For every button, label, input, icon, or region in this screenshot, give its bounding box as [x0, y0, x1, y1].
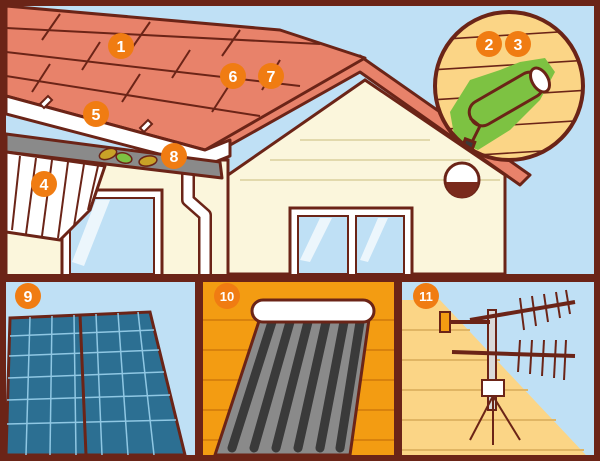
large-window [288, 206, 414, 274]
svg-text:5: 5 [92, 107, 101, 124]
antenna-elements [517, 289, 571, 381]
antenna-stand [469, 379, 521, 445]
gutter-leaves [98, 147, 158, 167]
badge-gutter: 8 [161, 143, 187, 169]
badge-paint-b: 3 [505, 31, 531, 57]
svg-text:4: 4 [40, 177, 49, 194]
badge-solar-water-heater: 10 [214, 283, 240, 309]
badge-antenna: 11 [413, 283, 439, 309]
downspout [181, 170, 212, 274]
paint-roller-inset [433, 10, 585, 162]
badge-solar-panel: 9 [15, 283, 41, 309]
badge-roof-a: 6 [220, 63, 246, 89]
svg-text:11: 11 [419, 289, 433, 304]
svg-text:8: 8 [170, 149, 179, 166]
heater-tubes [227, 317, 365, 453]
antenna-scene [402, 282, 594, 455]
svg-text:9: 9 [24, 289, 33, 306]
heater-tank [250, 298, 376, 324]
wall-vent [443, 161, 481, 199]
svg-text:3: 3 [514, 37, 523, 54]
badge-veranda-roof: 4 [31, 171, 57, 197]
label-badges: 1 2 3 4 5 6 7 8 [15, 31, 531, 309]
badge-fascia: 5 [83, 101, 109, 127]
svg-text:2: 2 [485, 37, 494, 54]
roof-shingle-lines [6, 13, 321, 117]
solar-cell-grid [6, 311, 177, 455]
solar-panel-scene [6, 282, 195, 455]
svg-text:10: 10 [220, 289, 234, 304]
svg-text:1: 1 [117, 39, 126, 56]
badge-roof-b: 7 [258, 63, 284, 89]
badge-paint-a: 2 [476, 31, 502, 57]
badge-roof: 1 [108, 33, 134, 59]
svg-text:7: 7 [267, 69, 276, 86]
solar-water-heater-scene [203, 282, 394, 455]
paint-roller [457, 66, 551, 160]
svg-text:6: 6 [229, 69, 238, 86]
